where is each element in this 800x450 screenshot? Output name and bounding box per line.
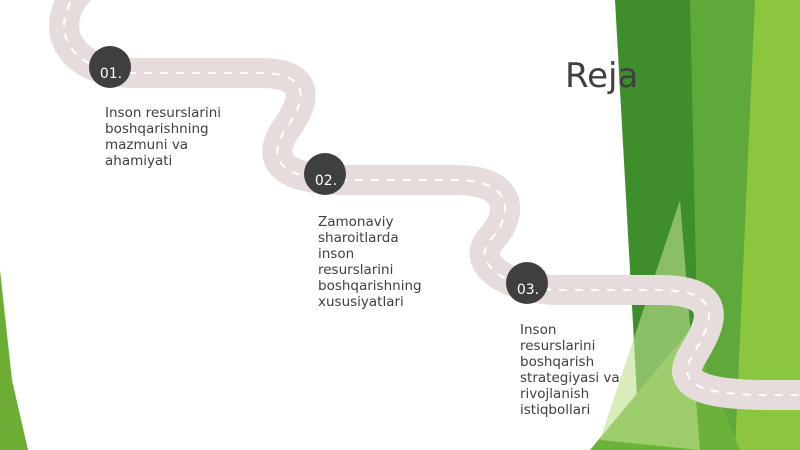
green-panel-light (735, 0, 800, 450)
green-panel-faint (600, 200, 700, 450)
agenda-item-text: Inson resurslarini boshqarish strategiya… (520, 322, 620, 418)
slide-title: Reja (565, 56, 639, 96)
agenda-item-text: Inson resurslarini boshqarishning mazmun… (105, 105, 222, 169)
item-number-badge: 02. (304, 153, 346, 195)
item-number-badge: 01. (89, 46, 131, 88)
green-panel-left (0, 270, 28, 450)
road (49, 0, 800, 410)
item-number-badge: 03. (506, 262, 548, 304)
agenda-item-text: Zamonaviy sharoitlarda inson resurslarin… (318, 214, 422, 310)
